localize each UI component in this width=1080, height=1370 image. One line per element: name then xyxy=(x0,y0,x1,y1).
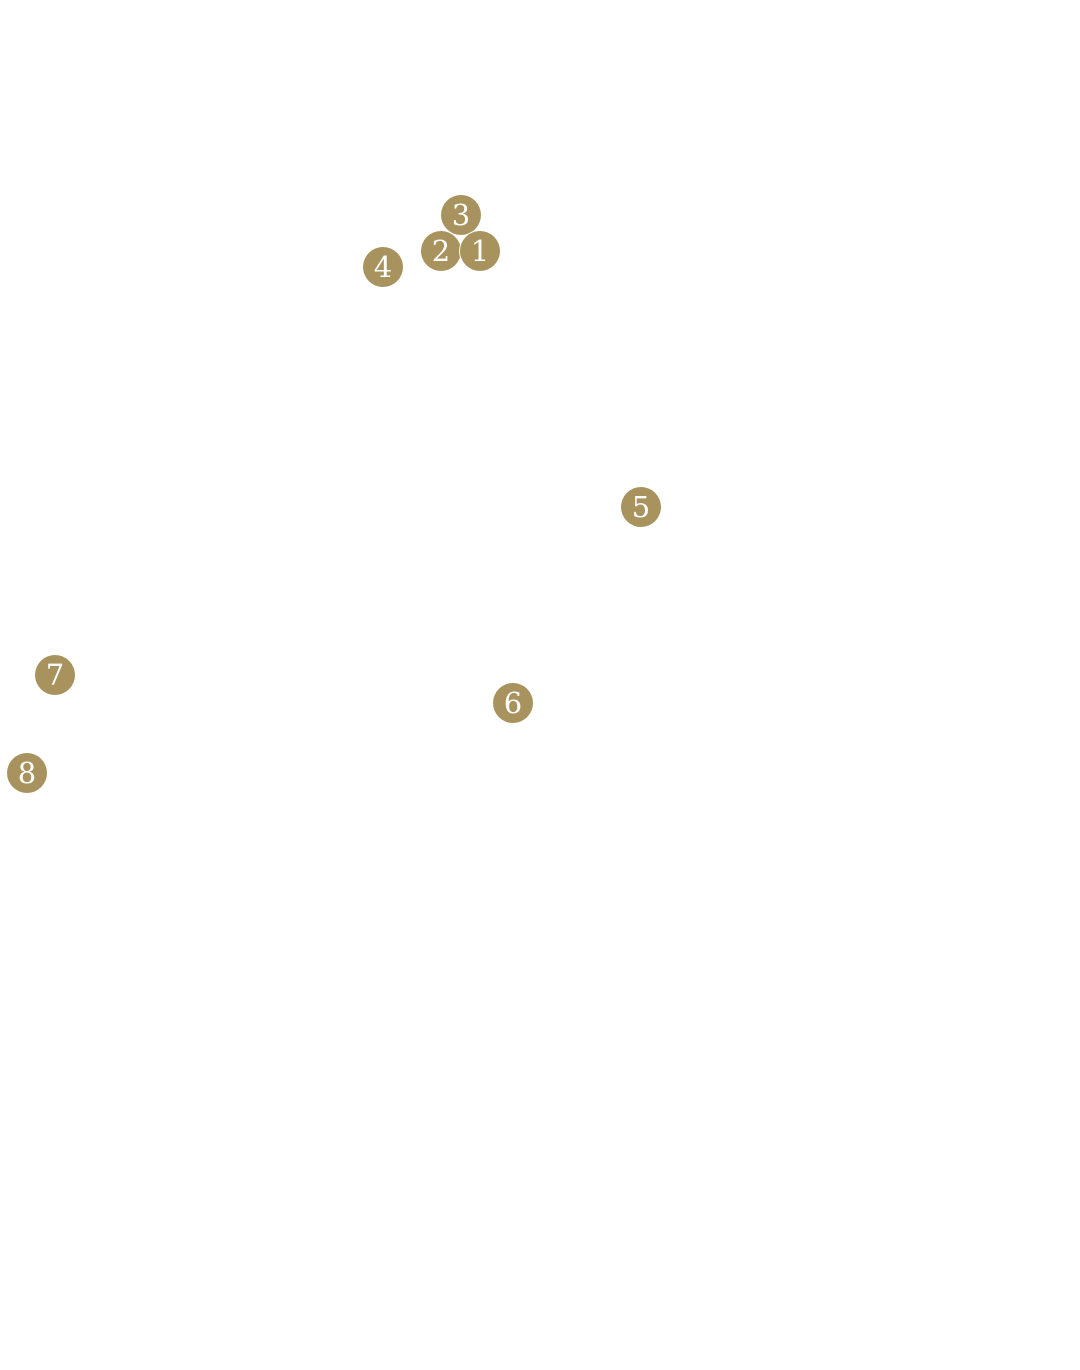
map-marker-1[interactable]: 1 xyxy=(460,231,500,271)
map-marker-3[interactable]: 3 xyxy=(441,195,481,235)
map-marker-label: 2 xyxy=(431,234,451,268)
map-marker-label: 6 xyxy=(503,686,523,720)
map-marker-label: 3 xyxy=(451,198,471,232)
map-marker-8[interactable]: 8 xyxy=(7,753,47,793)
map-marker-2[interactable]: 2 xyxy=(421,231,461,271)
map-marker-label: 4 xyxy=(373,250,393,284)
map-marker-4[interactable]: 4 xyxy=(363,247,403,287)
map-marker-label: 8 xyxy=(17,756,37,790)
map-marker-5[interactable]: 5 xyxy=(621,487,661,527)
map-marker-label: 1 xyxy=(470,234,490,268)
map-marker-6[interactable]: 6 xyxy=(493,683,533,723)
map-marker-7[interactable]: 7 xyxy=(35,655,75,695)
map-marker-label: 7 xyxy=(45,658,65,692)
map-marker-label: 5 xyxy=(631,490,651,524)
